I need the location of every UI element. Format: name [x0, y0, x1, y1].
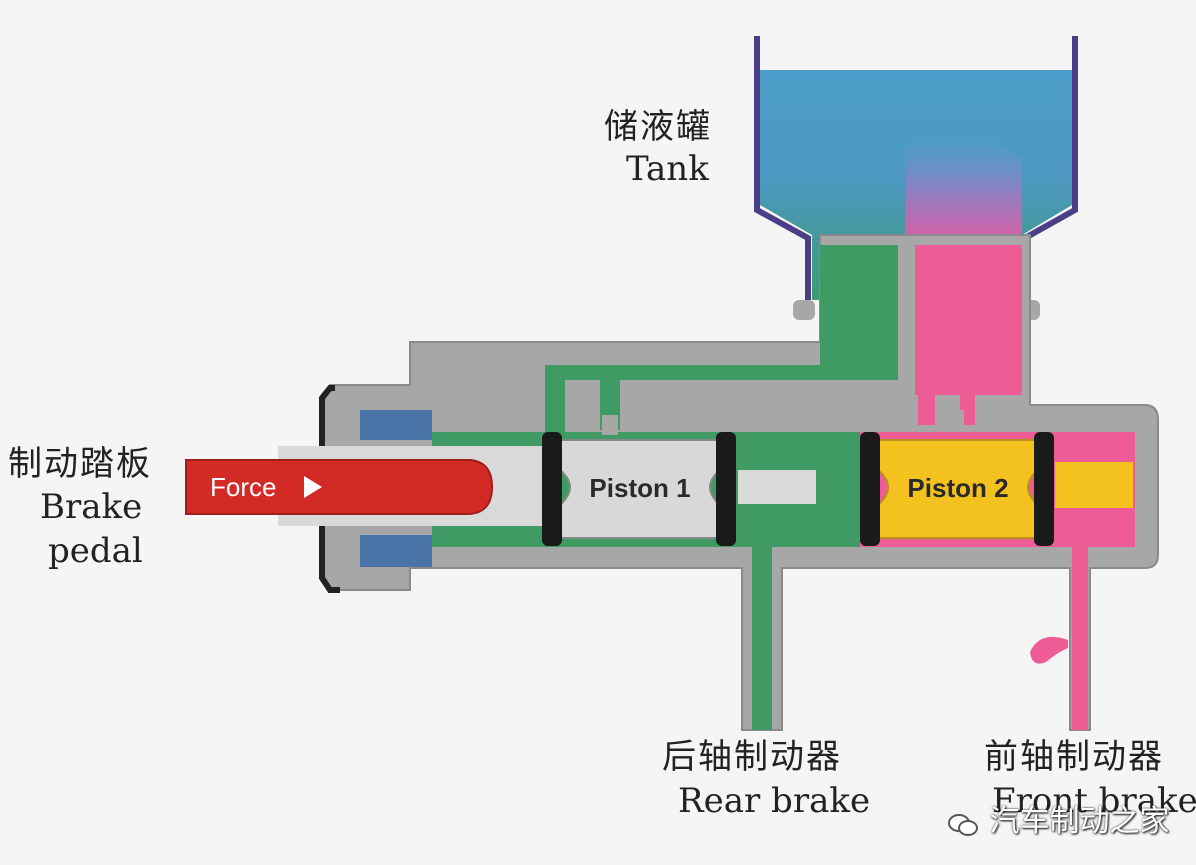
- piston-1-seal-left: [542, 432, 562, 546]
- front-brake-label-en: Front brake: [992, 781, 1196, 821]
- green-channel-top: [545, 245, 898, 432]
- tank-wall: [754, 36, 811, 300]
- pink-channel: [915, 245, 1022, 425]
- pedal-label-en-1: Brake: [40, 487, 143, 527]
- fluid-drop: [1030, 636, 1068, 664]
- piston-2-seal-left: [860, 432, 880, 546]
- rod-guide-lower: [360, 535, 432, 567]
- pink-outlet: [1072, 547, 1088, 730]
- watermark: 汽车制动之家: [946, 796, 1170, 840]
- pedal-label-zh: 制动踏板: [8, 444, 152, 484]
- tank-neck-left: [793, 300, 815, 320]
- tank-label-zh: 储液罐: [604, 107, 712, 147]
- rod-extension: [738, 470, 816, 504]
- rear-brake-label-en: Rear brake: [678, 781, 871, 821]
- green-outlet: [752, 547, 772, 730]
- inlet-port-2: [940, 410, 964, 432]
- pedal-label-en-2: pedal: [48, 531, 143, 571]
- force-rod: Force: [185, 459, 494, 515]
- piston-1: Piston 1: [542, 432, 736, 546]
- piston-1-label: Piston 1: [589, 473, 690, 503]
- wechat-icon: [946, 810, 980, 836]
- piston-2-seal-right: [1034, 432, 1054, 546]
- front-brake-label-zh: 前轴制动器: [984, 737, 1164, 777]
- force-label: Force: [210, 472, 276, 502]
- piston-1-seal-right: [716, 432, 736, 546]
- spring-yellow-end: [1055, 462, 1133, 508]
- piston-2: Piston 2: [860, 432, 1054, 546]
- force-direction-icon: [304, 476, 322, 498]
- piston-2-label: Piston 2: [907, 473, 1008, 503]
- tank-label-en: Tank: [626, 149, 709, 189]
- watermark-text: 汽车制动之家: [989, 804, 1170, 839]
- inlet-port-1: [602, 415, 618, 435]
- rear-brake-label-zh: 后轴制动器: [662, 737, 842, 777]
- rod-guide-upper: [360, 410, 432, 440]
- force-arrow-body: [185, 459, 494, 515]
